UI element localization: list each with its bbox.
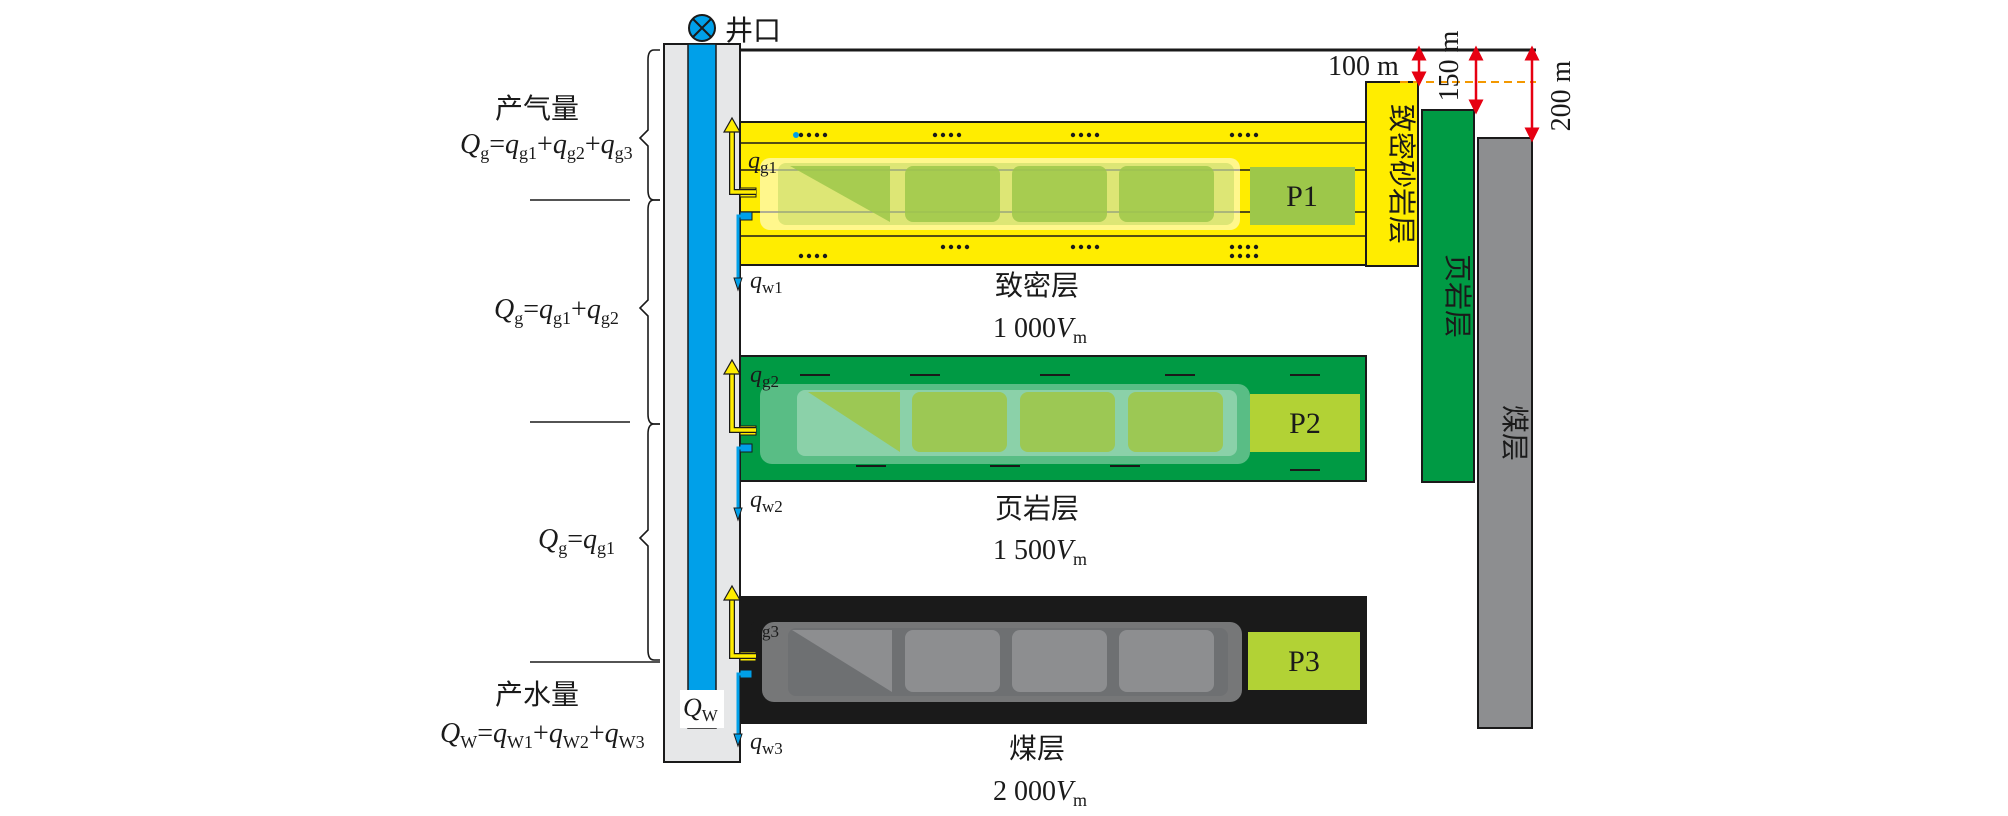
left-braces [530,49,660,663]
shale-column: 页岩层 [1421,109,1475,483]
svg-text:P3: P3 [1288,645,1320,678]
wellbore [663,43,741,763]
coal-column-label: 煤层 [1498,405,1531,461]
svg-text:P1: P1 [1286,180,1318,213]
block-p3: P3 [1248,632,1360,690]
gas-flow-arrow-icon [722,358,742,375]
layer1-gas-rate-label: qg1 [748,148,777,177]
well-water-label: QW [683,693,719,725]
water-flow-arrow-icon [733,507,743,522]
shale-layer-fissures [800,374,1320,471]
layer3-gas-rate-label: qg3 [750,612,779,641]
water-flow-arrow-icon [733,277,743,292]
gas-flow-arrow-icon [722,584,742,601]
gas-flow-arrow-icon [722,116,742,133]
tight-sand-column: 致密砂岩层 [1365,81,1419,267]
layer2-water-rate-label: qw2 [750,487,783,516]
gas-formula-two-layers: Qg=qg1+qg2 [494,294,619,328]
tight-layer-volume: 1 000Vm [993,313,1087,347]
tight-layer-name: 致密层 [995,269,1079,302]
tight-sand-column-label: 致密砂岩层 [1385,104,1418,244]
block-p2: P2 [1250,394,1360,452]
coal-layer-name: 煤层 [1009,732,1065,765]
shale-layer-name: 页岩层 [995,492,1079,525]
coal-layer-volume: 2 000Vm [993,776,1087,810]
shale-fracture-zone [760,384,1250,464]
shale-layer-volume: 1 500Vm [993,535,1087,569]
coal-column: 煤层 [1477,137,1533,729]
layer1-water-rate-label: qw1 [750,268,783,297]
water-production-title: 产水量 [495,678,579,711]
block-p1: P1 [1250,167,1355,225]
shale-column-label: 页岩层 [1441,254,1474,338]
water-droplet-icon [793,132,799,138]
layer2-gas-rate-label: qg2 [750,362,779,391]
gas-production-title: 产气量 [495,92,579,125]
tight-layer-pore-dots [798,132,1259,259]
gas-formula-one-layer: Qg=qg1 [538,524,615,558]
tight-fracture-zone [760,158,1240,230]
wellhead-icon [688,14,716,42]
depth-label-100: 100 m [1328,51,1399,82]
depth-label-150: 150 m [1434,30,1465,101]
svg-text:P2: P2 [1289,407,1321,440]
coal-fracture-zone [762,622,1242,702]
layer1-flow [722,116,757,292]
water-flow-arrow-icon [733,733,743,748]
wellhead-label: 井口 [725,14,781,47]
water-formula: QW=qW1+qW2+qW3 [440,718,645,752]
well-water-label-bg [680,690,724,728]
layer3-flow [722,584,757,748]
layer2-flow [722,358,757,522]
depth-label-200: 200 m [1546,60,1577,131]
layer3-water-rate-label: qw3 [750,729,783,758]
gas-formula-all-layers: Qg=qg1+qg2+qg3 [460,129,633,163]
